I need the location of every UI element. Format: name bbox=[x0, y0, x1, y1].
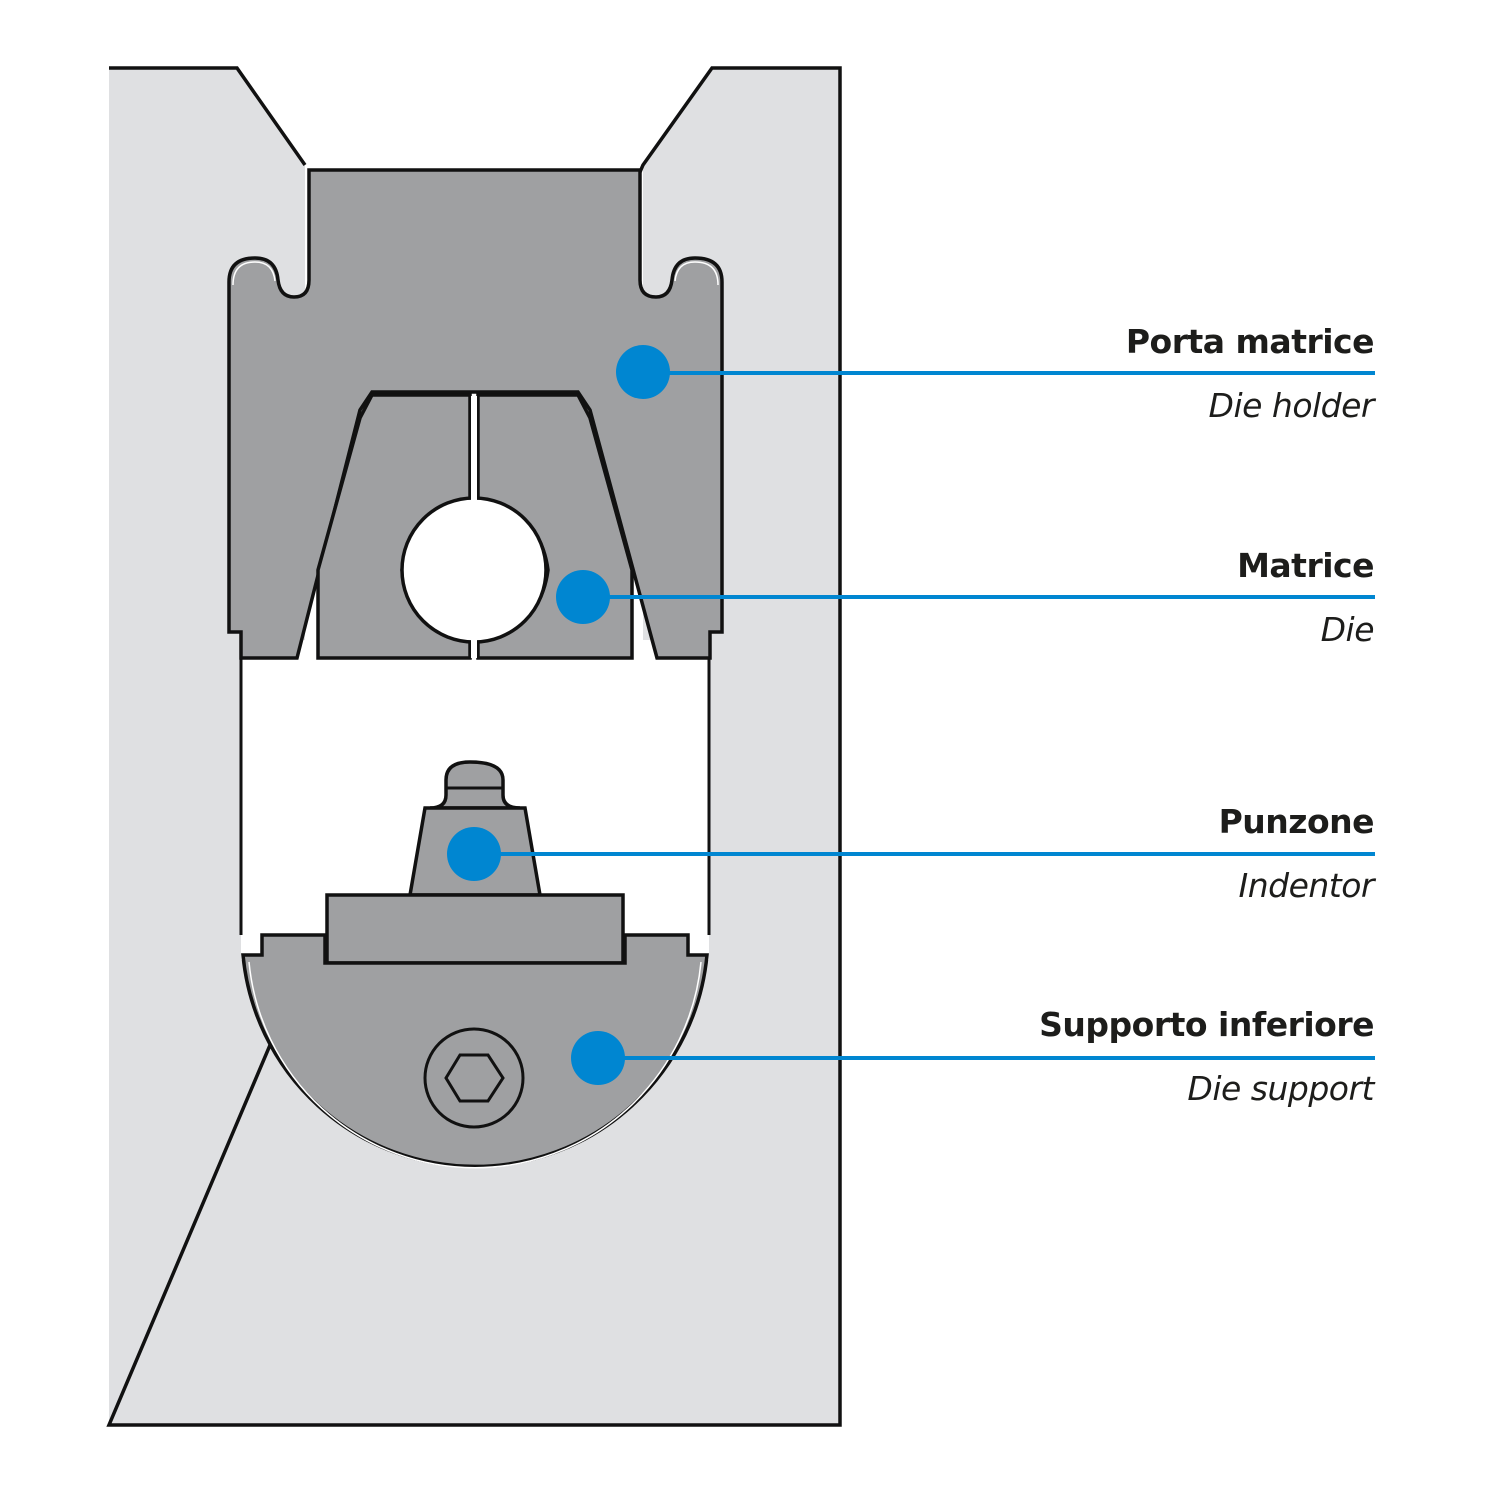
frame-outline bbox=[106, 66, 842, 1427]
die-support bbox=[241, 933, 709, 1169]
callout-die-holder bbox=[616, 345, 1375, 399]
label-english: Die holder bbox=[1208, 386, 1375, 425]
cavity-walls bbox=[239, 640, 711, 935]
label-die-support: Supporto inferiore Die support bbox=[1039, 1005, 1374, 1109]
die-bore bbox=[400, 496, 548, 644]
hex-socket-icon bbox=[444, 1053, 505, 1103]
callout-dot bbox=[447, 827, 501, 881]
callout-indentor bbox=[447, 827, 1375, 881]
socket-screw bbox=[423, 1027, 525, 1129]
label-indentor: Punzone Indentor bbox=[1218, 802, 1375, 906]
label-italian: Porta matrice bbox=[1125, 322, 1375, 361]
label-english: Die support bbox=[1187, 1069, 1374, 1108]
callout-die bbox=[556, 570, 1375, 624]
callout-die-support bbox=[571, 1031, 1375, 1085]
callout-dot bbox=[616, 345, 670, 399]
label-italian: Supporto inferiore bbox=[1039, 1005, 1374, 1044]
indentor-base bbox=[325, 893, 625, 965]
label-english: Indentor bbox=[1238, 866, 1374, 905]
die-split-lower bbox=[471, 638, 477, 658]
callout-dot bbox=[571, 1031, 625, 1085]
label-english: Die bbox=[1320, 610, 1375, 649]
callout-dot bbox=[556, 570, 610, 624]
die-holder bbox=[227, 168, 724, 660]
label-die: Matrice Die bbox=[1237, 546, 1374, 650]
label-italian: Matrice bbox=[1237, 546, 1374, 585]
die-holder-inner-line bbox=[232, 261, 719, 286]
die-split-upper bbox=[471, 396, 477, 502]
label-italian: Punzone bbox=[1218, 802, 1375, 841]
label-die-holder: Porta matrice Die holder bbox=[1125, 322, 1375, 426]
